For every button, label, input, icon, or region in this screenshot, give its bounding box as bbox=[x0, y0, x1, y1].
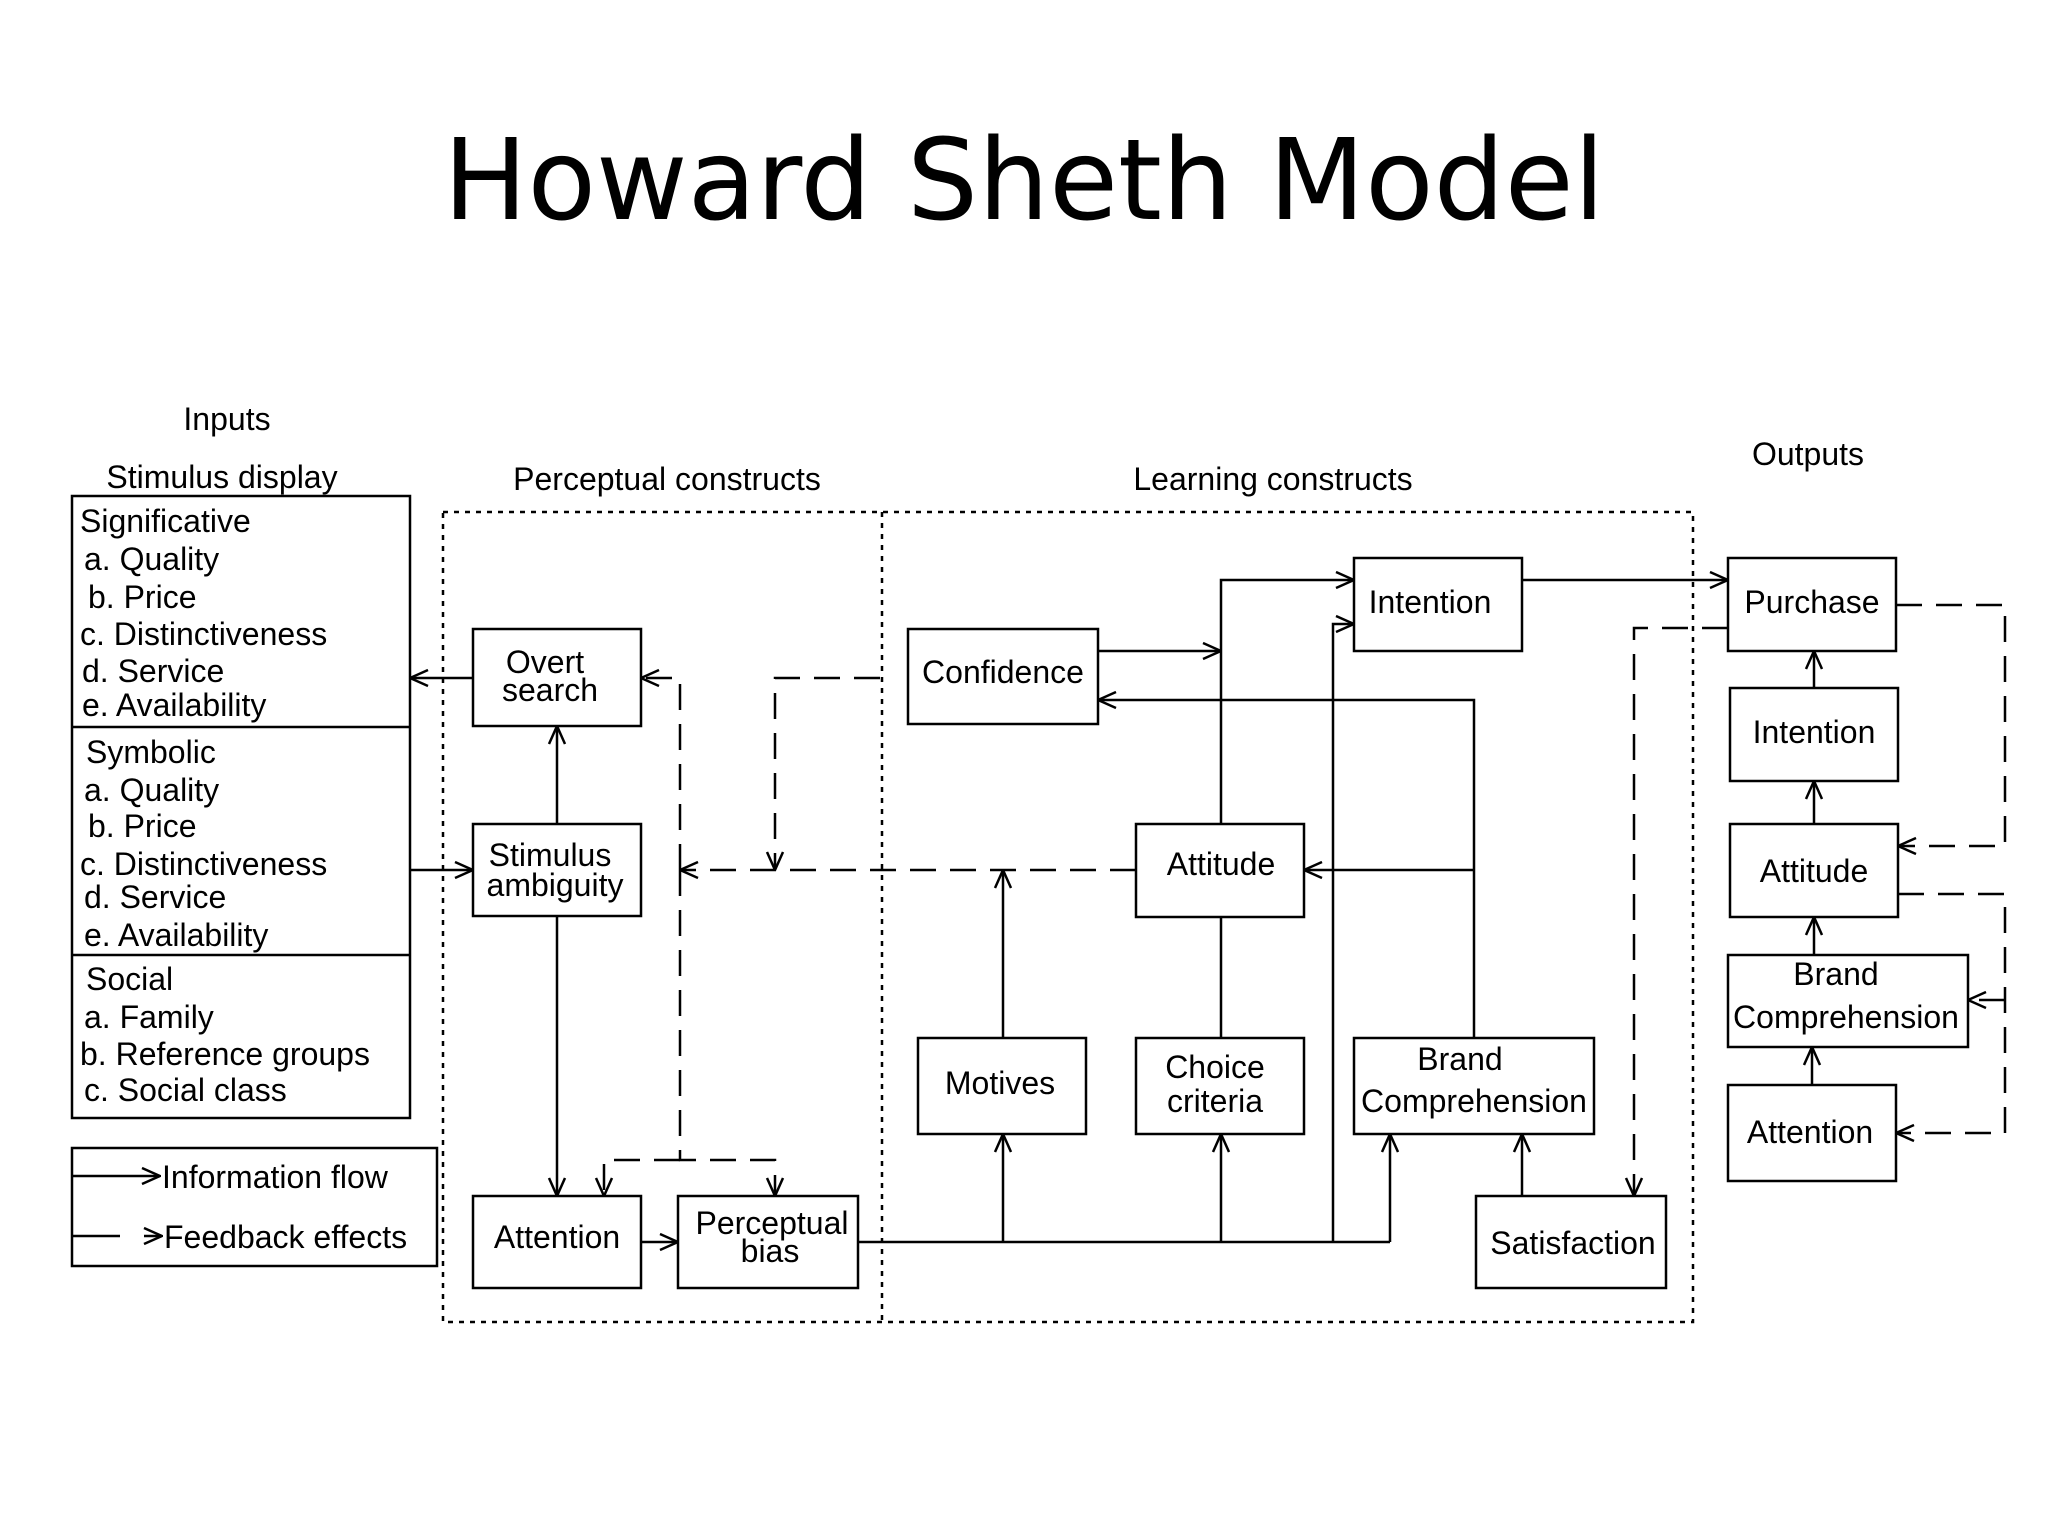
symbolic-item: d. Service bbox=[84, 879, 226, 915]
significative-heading: Significative bbox=[80, 503, 251, 539]
feedback-attitude-to-attention bbox=[1896, 892, 2007, 1133]
symbolic-heading: Symbolic bbox=[86, 734, 216, 770]
node-choice-criteria: Choice criteria bbox=[1134, 1036, 1306, 1136]
significative-item: c. Distinctiveness bbox=[80, 616, 327, 652]
svg-text:Satisfaction: Satisfaction bbox=[1490, 1225, 1655, 1261]
feedback-arrows bbox=[604, 603, 2007, 1196]
svg-text:Confidence: Confidence bbox=[922, 654, 1084, 690]
arrow-brand-comprehension-to-confidence bbox=[1098, 700, 1476, 1038]
output-brand-comprehension: Brand Comprehension bbox=[1726, 953, 1970, 1049]
svg-text:Comprehension: Comprehension bbox=[1733, 999, 1959, 1035]
node-attitude: Attitude bbox=[1134, 822, 1306, 919]
node-satisfaction: Satisfaction bbox=[1474, 1194, 1668, 1290]
output-intention: Intention bbox=[1728, 686, 1900, 783]
significative-item: d. Service bbox=[82, 653, 224, 689]
constructs-dotted-frame bbox=[441, 510, 1695, 1324]
learning-constructs-label: Learning constructs bbox=[1133, 461, 1412, 497]
node-overt-search: Overt search bbox=[471, 627, 643, 728]
inputs-label: Inputs bbox=[183, 401, 270, 437]
svg-text:search: search bbox=[502, 672, 598, 708]
feedback-purchase-to-attitude bbox=[1896, 603, 2007, 846]
feedback-to-perceptual-bias bbox=[678, 870, 775, 1196]
slide-title: Howard Sheth Model bbox=[443, 116, 1605, 246]
significative-group: Significative a. Quality b. Price c. Dis… bbox=[80, 503, 327, 723]
feedback-to-overt-search bbox=[641, 678, 682, 870]
node-intention: Intention bbox=[1352, 556, 1524, 653]
svg-text:Attention: Attention bbox=[494, 1219, 620, 1255]
significative-item: b. Price bbox=[88, 579, 196, 615]
symbolic-item: a. Quality bbox=[84, 772, 219, 808]
legend: Information flow Feedback effects bbox=[70, 1146, 439, 1268]
node-brand-comprehension: Brand Comprehension bbox=[1352, 1036, 1596, 1136]
social-item: c. Social class bbox=[84, 1072, 287, 1108]
feedback-purchase-to-satisfaction bbox=[1634, 626, 1728, 1196]
arrow-bias-to-intention bbox=[1331, 624, 1354, 1242]
legend-information-flow: Information flow bbox=[162, 1159, 389, 1195]
svg-text:Brand: Brand bbox=[1793, 956, 1878, 992]
symbolic-group: Symbolic a. Quality b. Price c. Distinct… bbox=[80, 734, 327, 953]
svg-text:ambiguity: ambiguity bbox=[487, 867, 624, 903]
svg-text:Intention: Intention bbox=[1369, 584, 1492, 620]
node-confidence: Confidence bbox=[906, 627, 1100, 726]
perceptual-constructs-label: Perceptual constructs bbox=[513, 461, 821, 497]
node-attention: Attention bbox=[471, 1194, 643, 1290]
node-motives: Motives bbox=[916, 1036, 1088, 1136]
social-item: b. Reference groups bbox=[80, 1036, 370, 1072]
node-stimulus-ambiguity: Stimulus ambiguity bbox=[471, 822, 643, 918]
svg-text:Overt: Overt bbox=[506, 644, 584, 680]
symbolic-item: b. Price bbox=[88, 808, 196, 844]
outputs-label: Outputs bbox=[1752, 436, 1864, 472]
arrow-attitude-to-intention bbox=[1219, 580, 1354, 824]
svg-text:Brand: Brand bbox=[1417, 1041, 1502, 1077]
significative-item: e. Availability bbox=[82, 687, 266, 723]
output-attention: Attention bbox=[1726, 1083, 1898, 1183]
svg-text:criteria: criteria bbox=[1167, 1083, 1263, 1119]
svg-text:bias: bias bbox=[741, 1233, 800, 1269]
stimulus-display-label: Stimulus display bbox=[106, 459, 337, 495]
social-item: a. Family bbox=[84, 999, 214, 1035]
svg-text:Attitude: Attitude bbox=[1167, 846, 1276, 882]
svg-text:Attention: Attention bbox=[1747, 1114, 1873, 1150]
output-attitude: Attitude bbox=[1728, 822, 1900, 919]
output-purchase: Purchase bbox=[1726, 556, 1898, 653]
information-flow-arrows bbox=[410, 580, 1814, 1242]
svg-text:Comprehension: Comprehension bbox=[1361, 1083, 1587, 1119]
svg-text:Stimulus: Stimulus bbox=[489, 837, 612, 873]
svg-text:Motives: Motives bbox=[945, 1065, 1055, 1101]
node-perceptual-bias: Perceptual bias bbox=[676, 1194, 860, 1290]
symbolic-item: c. Distinctiveness bbox=[80, 846, 327, 882]
svg-text:Choice: Choice bbox=[1165, 1049, 1265, 1085]
svg-text:Purchase: Purchase bbox=[1744, 584, 1879, 620]
feedback-to-attention bbox=[604, 1158, 680, 1196]
svg-text:Attitude: Attitude bbox=[1760, 853, 1869, 889]
social-heading: Social bbox=[86, 961, 173, 997]
svg-text:Intention: Intention bbox=[1753, 714, 1876, 750]
social-group: Social a. Family b. Reference groups c. … bbox=[80, 961, 370, 1108]
stimulus-display-panel: Significative a. Quality b. Price c. Dis… bbox=[70, 494, 412, 1120]
legend-feedback-effects: Feedback effects bbox=[164, 1219, 407, 1255]
significative-item: a. Quality bbox=[84, 541, 219, 577]
symbolic-item: e. Availability bbox=[84, 917, 268, 953]
feedback-to-ambiguity-node bbox=[775, 676, 880, 870]
svg-text:Perceptual: Perceptual bbox=[696, 1205, 849, 1241]
